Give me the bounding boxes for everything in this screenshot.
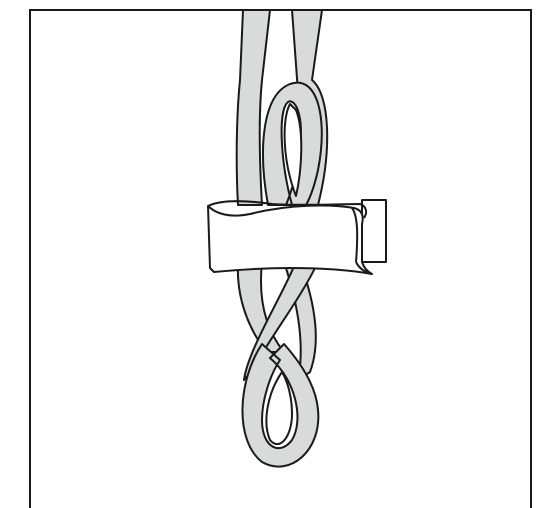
cord-lower-loop-hole [265,371,293,446]
clip-bottom-curl [355,261,373,275]
clip-tab-edge [351,207,359,263]
frame-border [29,9,532,508]
cord-upper-loop [262,81,323,206]
cord-lower-loop [241,343,320,468]
clip-front-band [207,204,373,275]
clip-top-fold [207,200,368,219]
cord-strand-left [235,9,271,206]
cord-loop-icon [235,9,329,468]
cord-upper-loop-hole [283,103,303,197]
cord-clip-icon [207,199,387,275]
